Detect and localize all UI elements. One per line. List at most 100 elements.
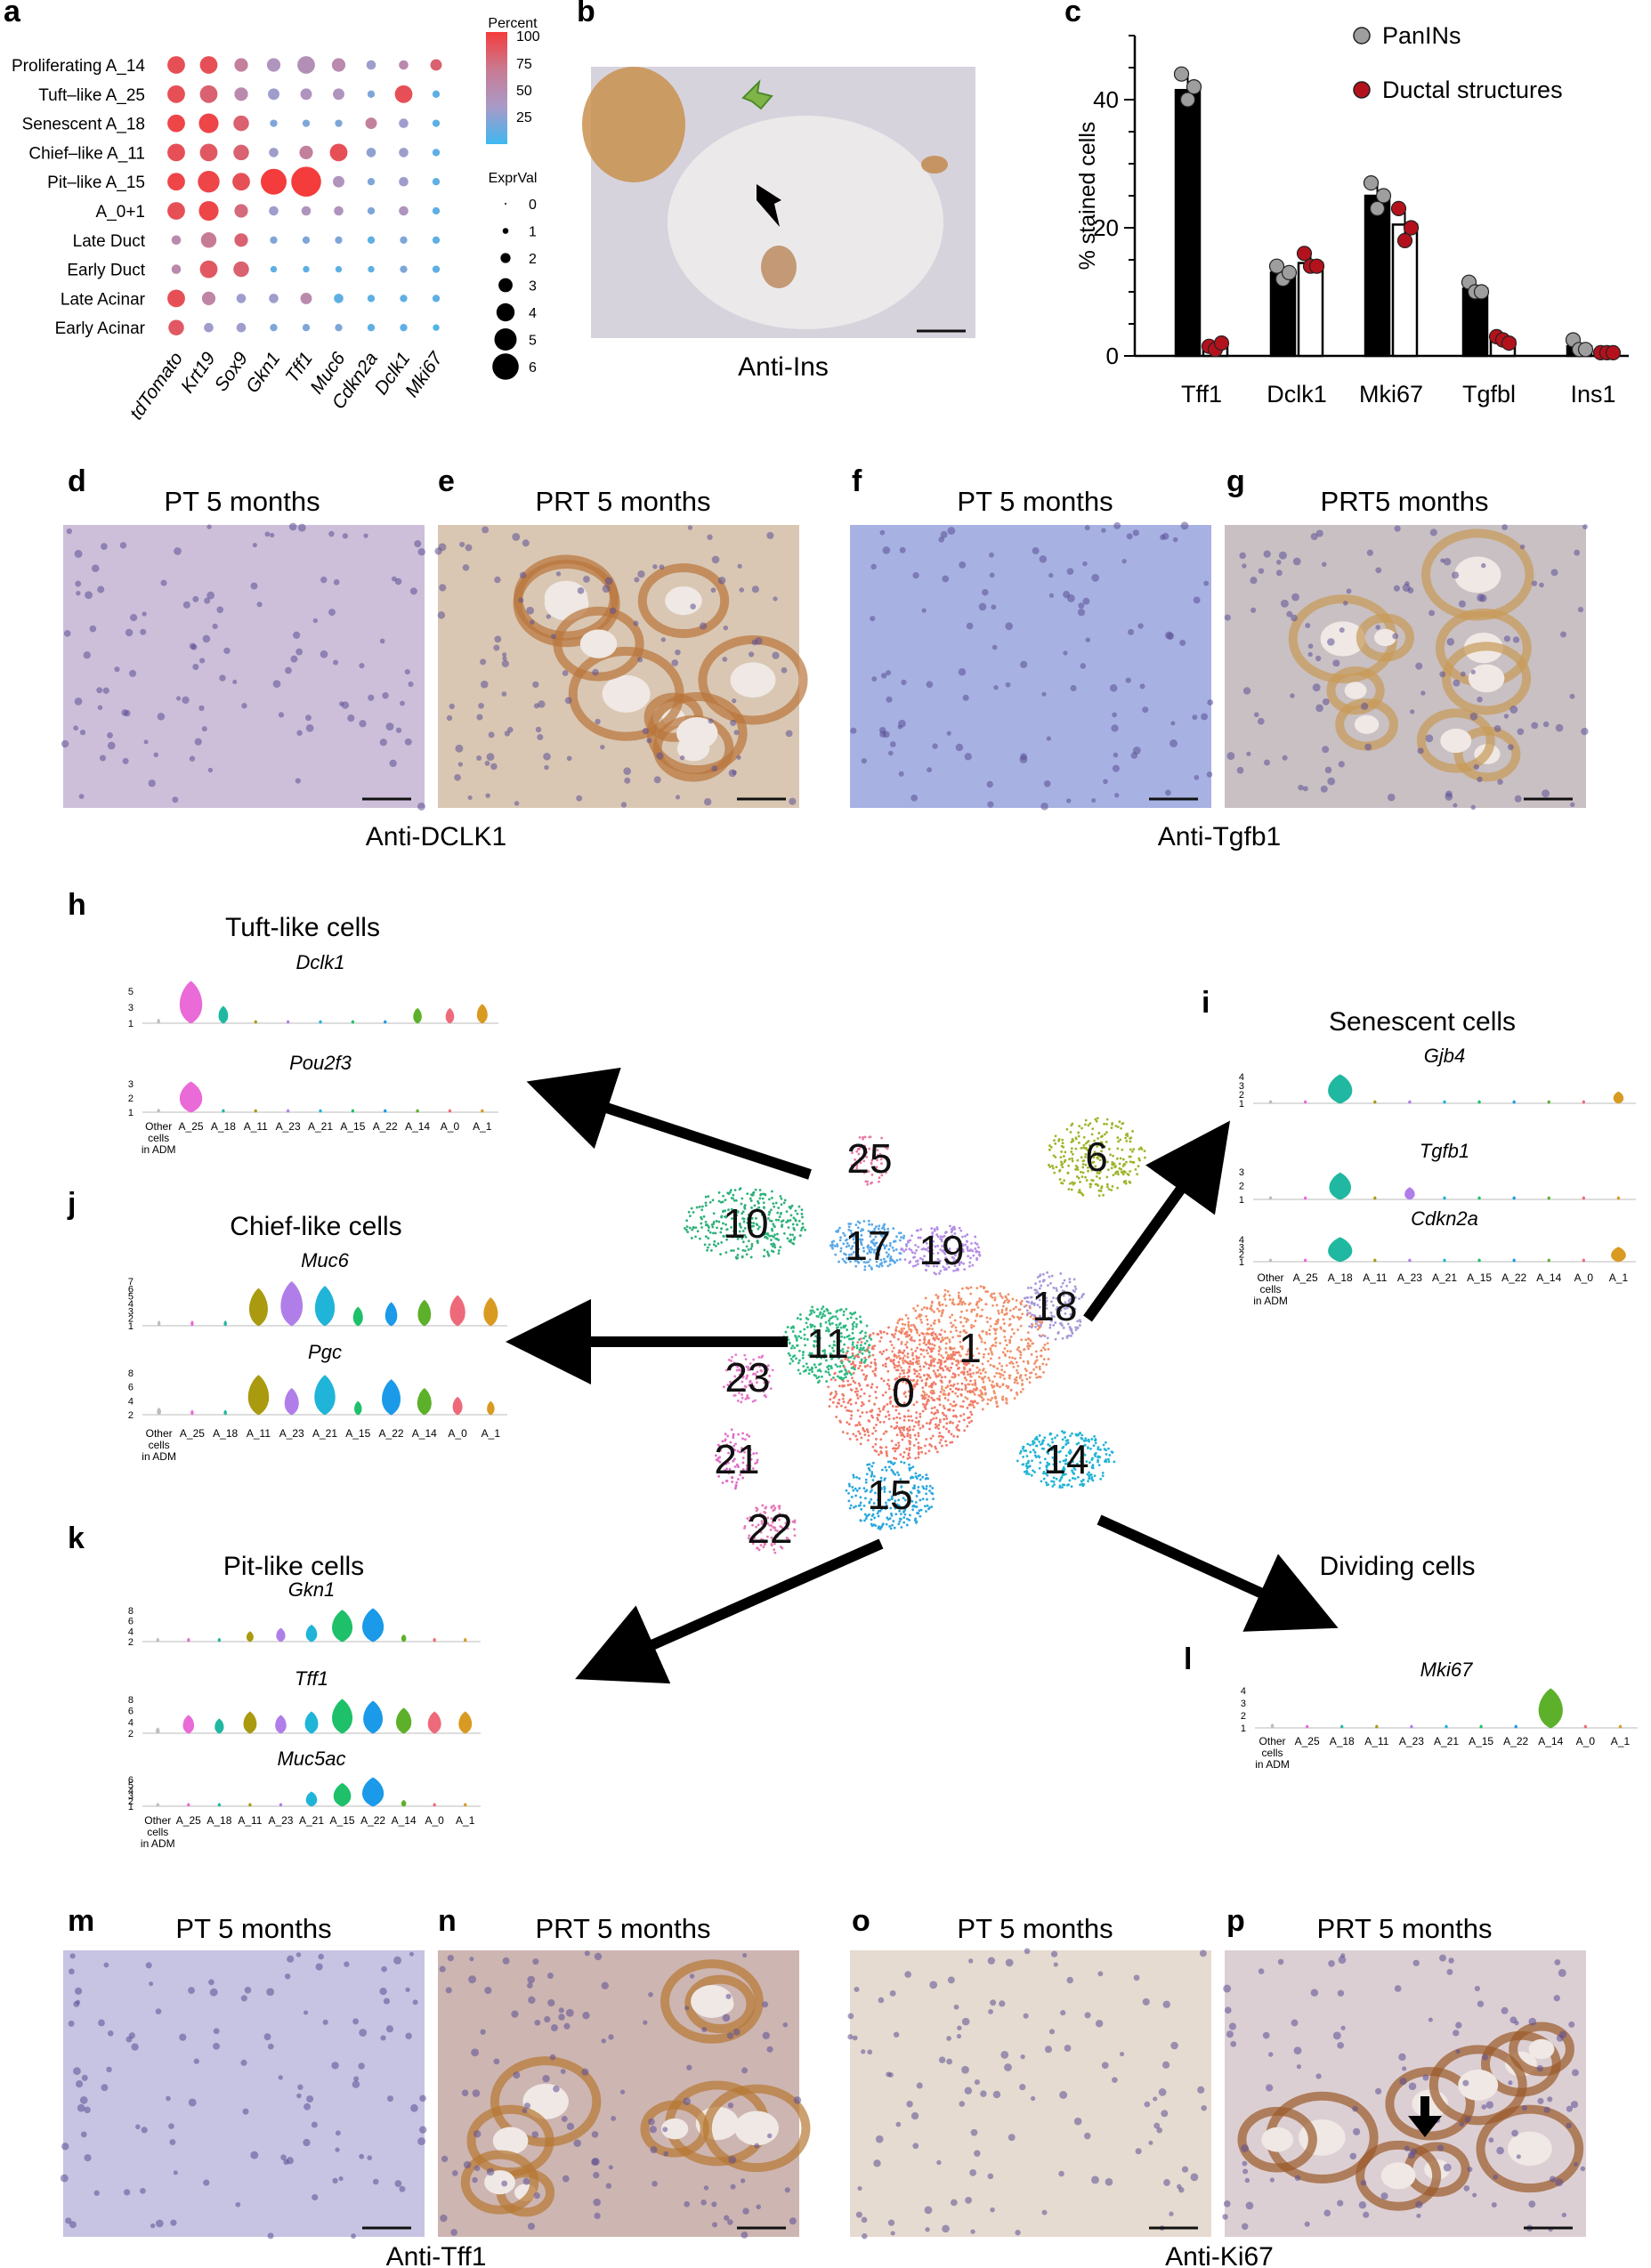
cluster-label: 15 <box>867 1472 912 1518</box>
umap-point <box>751 1467 755 1470</box>
umap-point <box>870 1337 873 1341</box>
umap-point <box>911 1358 915 1360</box>
violin-category-label: Other <box>145 1120 172 1133</box>
umap-point <box>1057 1139 1060 1142</box>
violin-category-label: A_25 <box>1293 1271 1318 1284</box>
nucleus <box>74 697 83 706</box>
umap-point <box>1030 1302 1033 1305</box>
umap-point <box>824 1370 828 1374</box>
umap-point <box>732 1433 735 1436</box>
umap-point <box>864 1478 868 1481</box>
cluster-label: 1 <box>959 1325 982 1371</box>
umap-point <box>820 1356 823 1360</box>
umap-point <box>876 1154 879 1157</box>
umap-point <box>791 1330 795 1333</box>
umap-point <box>1005 1312 1008 1315</box>
umap-point <box>750 1206 753 1209</box>
umap-point <box>865 1410 869 1414</box>
umap-point <box>1071 1460 1074 1464</box>
umap-point <box>913 1384 917 1388</box>
umap-point <box>938 1262 942 1264</box>
umap-point <box>958 1263 961 1267</box>
umap-point <box>910 1324 913 1328</box>
umap-point <box>884 1362 887 1366</box>
nucleus <box>687 525 693 530</box>
umap-point <box>744 1236 748 1239</box>
umap-point <box>708 1231 712 1234</box>
umap-point <box>758 1513 761 1516</box>
umap-point <box>1066 1461 1070 1465</box>
umap-point <box>847 1254 851 1256</box>
nucleus <box>1509 706 1518 714</box>
umap-point <box>944 1427 948 1431</box>
umap-point <box>1077 1176 1080 1180</box>
nucleus <box>990 1999 997 2006</box>
umap-point <box>983 1352 985 1356</box>
umap-point <box>817 1315 820 1319</box>
umap-point <box>886 1378 890 1382</box>
umap-point <box>1069 1182 1072 1185</box>
umap-point <box>914 1501 918 1504</box>
nucleus <box>206 524 212 529</box>
umap-point <box>793 1236 797 1239</box>
umap-point <box>915 1495 919 1497</box>
umap-point <box>736 1377 740 1381</box>
umap-point <box>980 1314 983 1318</box>
umap-point <box>846 1408 849 1412</box>
umap-point <box>1017 1350 1021 1352</box>
nucleus <box>1162 2000 1170 2008</box>
umap-point <box>960 1310 963 1313</box>
umap-point <box>1105 1122 1108 1126</box>
umap-point <box>1033 1437 1037 1441</box>
nucleus <box>1224 614 1231 621</box>
umap-point <box>799 1336 803 1340</box>
dot <box>198 200 219 222</box>
umap-point <box>743 1450 746 1454</box>
umap-point <box>940 1360 943 1363</box>
umap-point <box>873 1358 877 1361</box>
umap-point <box>1082 1440 1086 1442</box>
nucleus <box>1375 567 1382 574</box>
umap-point <box>966 1397 969 1400</box>
umap-point <box>1055 1477 1058 1481</box>
umap-point <box>1063 1160 1066 1164</box>
umap-point <box>1064 1436 1067 1439</box>
umap-point <box>880 1162 883 1166</box>
nucleus <box>484 760 490 766</box>
umap-point <box>1101 1471 1105 1474</box>
umap-point <box>862 1504 866 1507</box>
umap-point <box>895 1433 899 1437</box>
umap-point <box>764 1219 767 1223</box>
umap-point <box>891 1246 894 1249</box>
umap-point <box>858 1348 862 1352</box>
violin-category-label: A_18 <box>1328 1271 1353 1284</box>
umap-point <box>847 1223 851 1225</box>
dot <box>234 58 248 72</box>
umap-point <box>917 1441 920 1445</box>
nucleus <box>1170 2041 1178 2050</box>
nucleus <box>527 1975 535 1984</box>
umap-point <box>1084 1155 1087 1158</box>
umap-point <box>940 1444 943 1448</box>
umap-point <box>876 1416 879 1420</box>
umap-point <box>867 1434 870 1437</box>
umap-point <box>968 1261 972 1264</box>
umap-point <box>943 1336 947 1340</box>
umap-point <box>832 1396 836 1400</box>
umap-point <box>718 1460 722 1464</box>
umap-point <box>732 1448 735 1451</box>
umap-point <box>741 1376 744 1379</box>
nucleus <box>623 767 631 775</box>
umap-point <box>1116 1126 1120 1128</box>
umap-point <box>1084 1437 1088 1441</box>
nucleus <box>611 2116 617 2121</box>
violin-category-label: A_23 <box>1399 1735 1424 1747</box>
dot <box>302 324 311 332</box>
nucleus <box>447 1955 454 1962</box>
nucleus <box>969 2169 977 2176</box>
umap-point <box>1042 1477 1046 1481</box>
dot <box>399 176 409 187</box>
umap-point <box>971 1354 975 1358</box>
umap-point <box>1095 1119 1098 1123</box>
umap-point <box>1095 1174 1098 1178</box>
